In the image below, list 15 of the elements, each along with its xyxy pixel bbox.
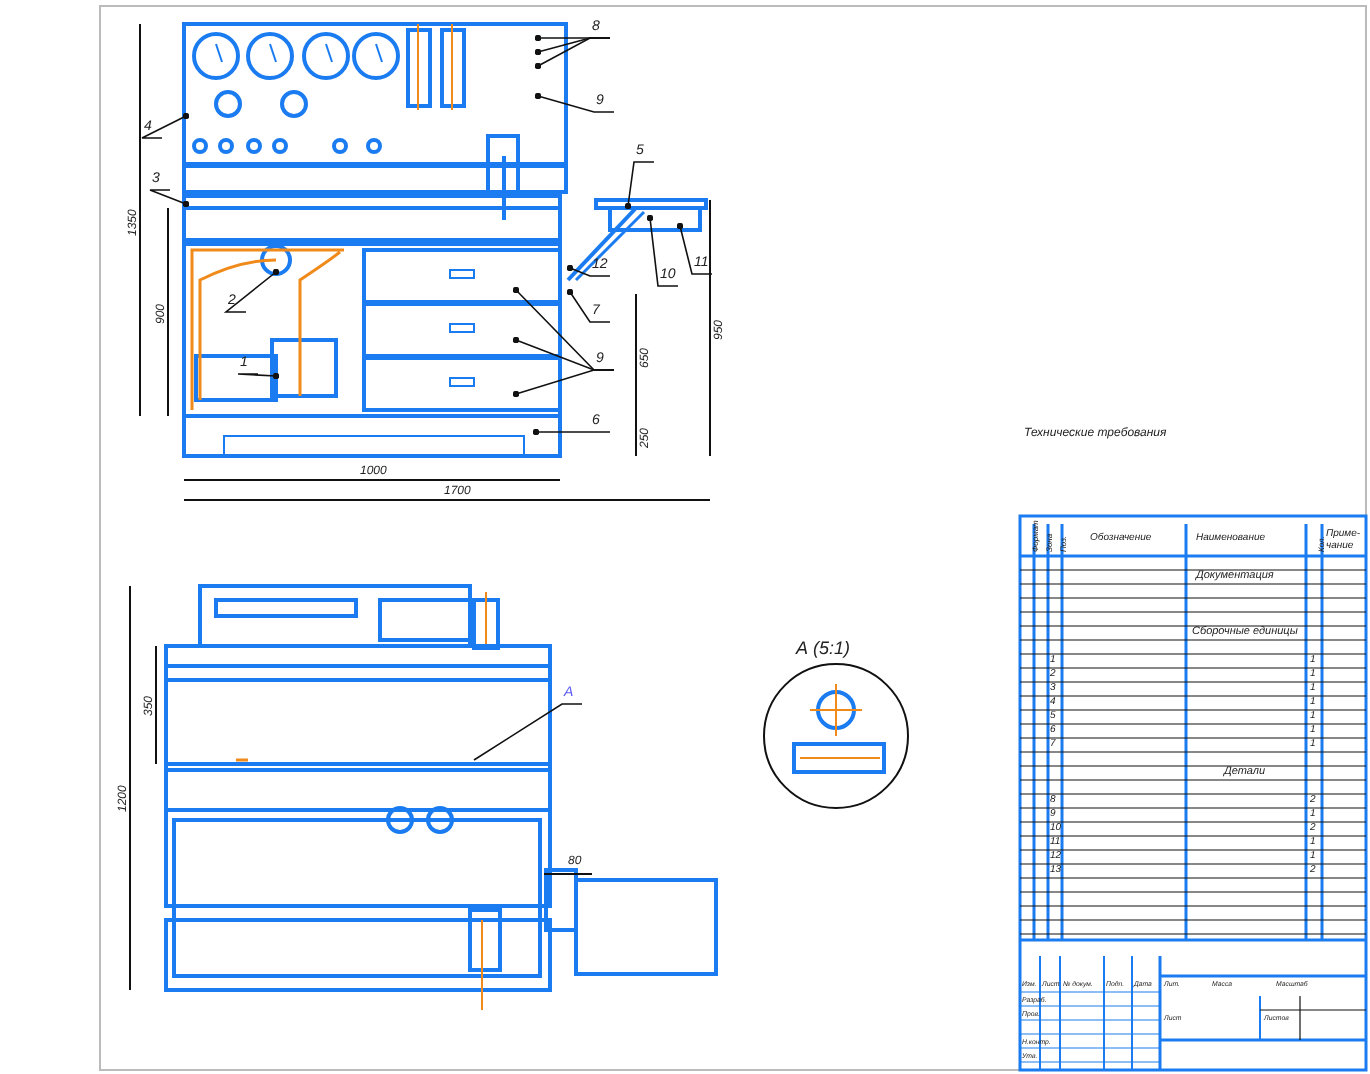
view-label: А (5:1) <box>796 640 851 658</box>
leader-line <box>141 112 190 139</box>
leader-line <box>624 161 655 210</box>
leader-line <box>534 92 615 113</box>
leader-line <box>534 37 611 70</box>
leader-line <box>566 264 611 277</box>
leader-line <box>646 214 679 287</box>
leader-line <box>149 189 190 208</box>
leader-line <box>532 428 611 436</box>
leader-line <box>237 372 280 380</box>
leader-line <box>473 703 583 761</box>
leader-line <box>223 268 280 313</box>
leader-line <box>676 222 713 275</box>
leader-line <box>566 288 611 323</box>
leader-line <box>512 369 615 398</box>
